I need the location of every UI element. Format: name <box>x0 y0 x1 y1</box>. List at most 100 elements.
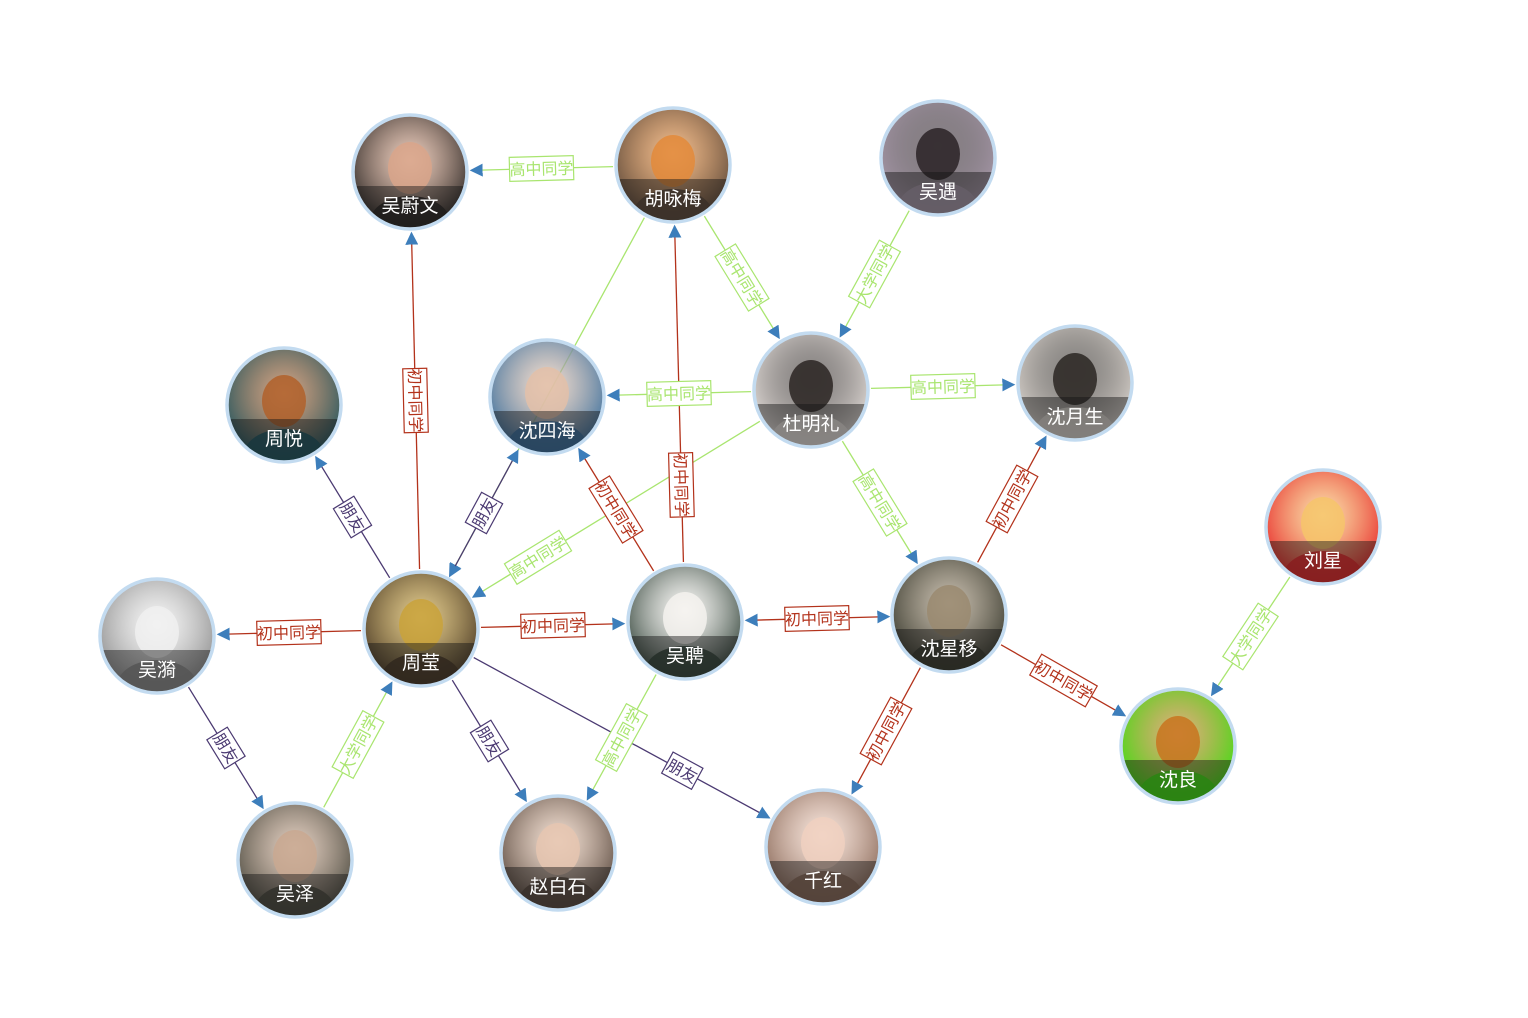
person-node-shensihai[interactable]: 沈四海 <box>488 338 606 473</box>
avatar-face <box>1053 353 1097 405</box>
node-border <box>626 563 744 681</box>
edge-label-box <box>256 619 322 646</box>
person-name: 吴漪 <box>138 659 176 681</box>
person-node-shenyuesheng[interactable]: 沈月生 <box>1016 324 1134 459</box>
person-name: 周莹 <box>402 652 440 674</box>
edge-label[interactable]: 初中同学 <box>1028 653 1099 708</box>
edge-label-box <box>520 612 586 639</box>
edge-label-text: 初中同学 <box>257 623 321 644</box>
avatar <box>228 349 340 461</box>
edge-label-box <box>910 373 976 400</box>
edge-label-box <box>852 468 908 537</box>
avatar <box>1122 690 1234 802</box>
edge-label-box <box>985 464 1039 534</box>
avatar <box>101 580 213 692</box>
edge-label[interactable]: 初中同学 <box>256 619 322 646</box>
person-node-huyongmei[interactable]: 胡咏梅 <box>614 106 732 241</box>
edge-label[interactable]: 初中同学 <box>667 451 695 518</box>
avatar-face <box>801 817 845 869</box>
person-name: 吴泽 <box>276 883 314 905</box>
edge-label[interactable]: 高中同学 <box>503 529 573 586</box>
node-border <box>879 99 997 217</box>
person-node-shenxingyi[interactable]: 沈星移 <box>890 556 1008 691</box>
avatar-face <box>399 599 443 651</box>
edge-label-text: 高中同学 <box>911 377 975 398</box>
person-node-wuweiwen[interactable]: 吴蔚文 <box>351 113 469 248</box>
avatar <box>1267 471 1379 583</box>
avatar-face <box>536 823 580 875</box>
person-node-shenliang[interactable]: 沈良 <box>1119 687 1237 822</box>
edge-label[interactable]: 大学同学 <box>847 239 902 309</box>
avatar <box>502 797 614 909</box>
node-border <box>225 346 343 464</box>
person-node-qianhong[interactable]: 千红 <box>764 788 882 923</box>
edge-label[interactable]: 初中同学 <box>784 605 850 632</box>
edge-label[interactable]: 初中同学 <box>520 612 586 639</box>
person-name: 赵白石 <box>529 876 586 898</box>
edge-label-box <box>503 529 573 586</box>
avatar-face <box>789 360 833 412</box>
avatar-face <box>135 606 179 658</box>
edge-label[interactable]: 高中同学 <box>508 155 575 182</box>
node-border <box>362 570 480 688</box>
edge-label[interactable]: 高中同学 <box>910 373 976 400</box>
edge-label[interactable]: 朋友 <box>469 719 510 763</box>
person-name: 沈月生 <box>1046 406 1103 428</box>
avatar-face <box>927 585 971 637</box>
person-name: 刘星 <box>1304 550 1342 572</box>
person-node-zhouying[interactable]: 周莹 <box>362 570 480 705</box>
avatar <box>882 102 994 214</box>
edge-labels-layer: 高中同学初中同学高中同学大学同学高中同学高中同学高中同学高中同学初中同学初中同学… <box>206 155 1280 791</box>
person-node-wuyi[interactable]: 吴漪 <box>98 577 216 712</box>
person-node-wuyu[interactable]: 吴遇 <box>879 99 997 234</box>
node-border <box>488 338 606 456</box>
edge-label[interactable]: 大学同学 <box>331 709 385 780</box>
edge-label-text: 高中同学 <box>509 159 573 180</box>
edge-label-box <box>1221 602 1280 671</box>
node-border <box>614 106 732 224</box>
edge-label[interactable]: 高中同学 <box>852 468 908 537</box>
edge-label[interactable]: 高中同学 <box>646 380 712 407</box>
node-border <box>236 801 354 919</box>
avatar <box>617 109 729 221</box>
edge-label[interactable]: 朋友 <box>660 751 704 791</box>
node-border <box>1016 324 1134 442</box>
avatar-face <box>1301 497 1345 549</box>
edge-label[interactable]: 高中同学 <box>594 702 649 773</box>
person-name: 沈良 <box>1159 769 1197 791</box>
node-border <box>499 794 617 912</box>
edge-label-box <box>594 702 649 773</box>
edge-label[interactable]: 初中同学 <box>985 464 1039 534</box>
avatar-face <box>525 367 569 419</box>
edge-label[interactable]: 朋友 <box>332 495 373 539</box>
edge-label[interactable]: 初中同学 <box>859 696 913 766</box>
edge-label[interactable]: 朋友 <box>206 726 246 770</box>
person-name: 胡咏梅 <box>644 188 701 210</box>
edge-label[interactable]: 大学同学 <box>1221 602 1280 671</box>
avatar-face <box>916 128 960 180</box>
person-name: 吴蔚文 <box>381 195 438 217</box>
person-name: 周悦 <box>265 428 303 450</box>
person-node-liuxing[interactable]: 刘星 <box>1264 468 1382 603</box>
edge-label[interactable]: 初中同学 <box>588 475 644 544</box>
person-node-wuze[interactable]: 吴泽 <box>236 801 354 936</box>
edge-label-box <box>402 367 429 434</box>
node-border <box>351 113 469 231</box>
avatar-face <box>651 135 695 187</box>
edge-label[interactable]: 高中同学 <box>714 243 770 312</box>
node-border <box>752 331 870 449</box>
edge-label-text: 高中同学 <box>647 384 711 405</box>
node-border <box>764 788 882 906</box>
person-node-dumingli[interactable]: 杜明礼 <box>752 331 870 466</box>
person-name: 吴遇 <box>919 181 957 203</box>
edge-label[interactable]: 初中同学 <box>402 367 429 434</box>
person-node-zhouyue[interactable]: 周悦 <box>225 346 343 481</box>
person-node-zhaobaishi[interactable]: 赵白石 <box>499 794 617 929</box>
node-border <box>890 556 1008 674</box>
avatar <box>491 341 603 453</box>
edge-label[interactable]: 朋友 <box>464 491 504 535</box>
edge-label-box <box>859 696 913 766</box>
person-node-wupin[interactable]: 吴聘 <box>626 563 744 698</box>
edge-label-box <box>332 495 373 539</box>
